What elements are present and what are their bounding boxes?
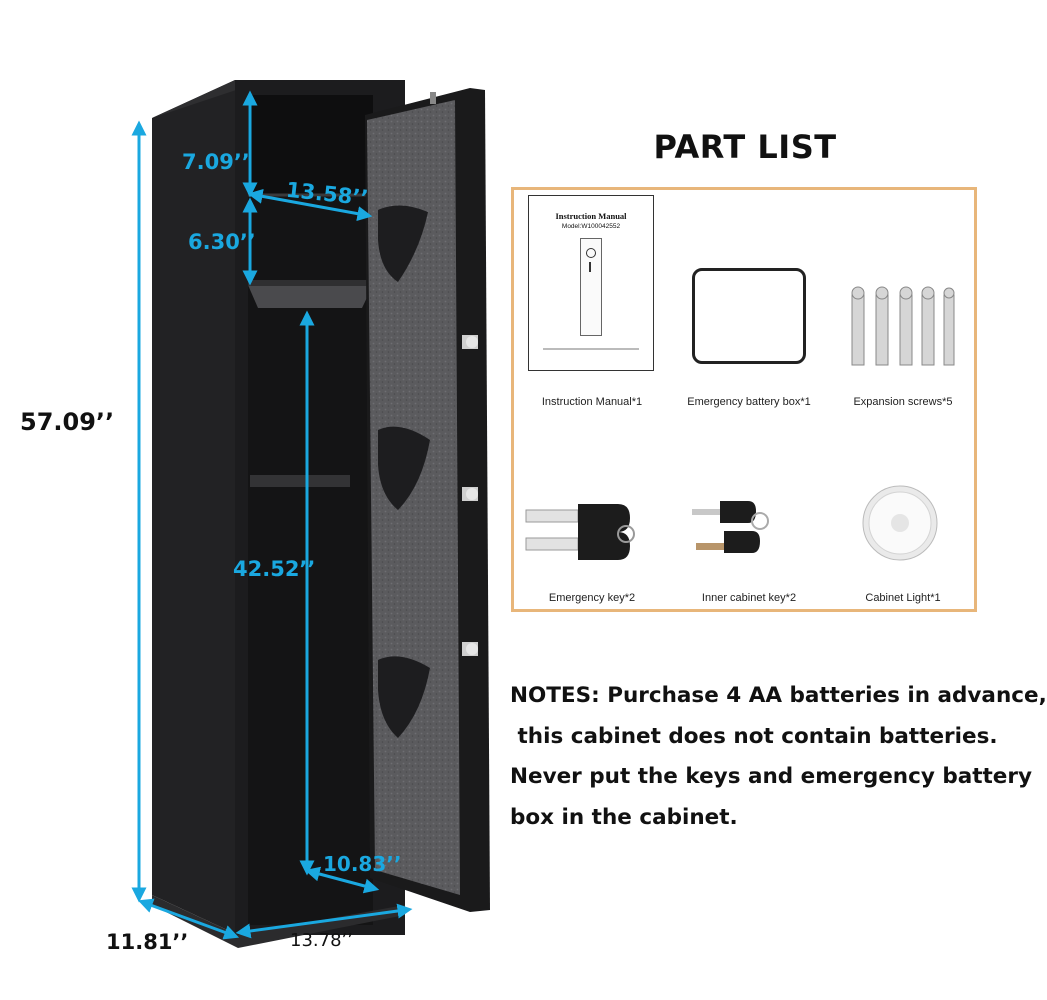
dim-inner-depth-label: 10.83’’ xyxy=(323,852,402,876)
cabinet-light-icon xyxy=(862,485,938,561)
part-list-title: PART LIST xyxy=(653,128,837,166)
emergency-key-icon xyxy=(525,504,635,560)
gun-safe-illustration xyxy=(131,80,490,948)
barrel-rest xyxy=(250,475,350,487)
door-pocket xyxy=(378,426,430,510)
dim-line-inner-depth xyxy=(304,866,380,894)
part-label-manual: Instruction Manual*1 xyxy=(541,396,643,408)
part-label-screws: Expansion screws*5 xyxy=(853,396,953,408)
notes-line: this cabinet does not contain batteries. xyxy=(510,723,998,749)
notes-line: NOTES: Purchase 4 AA batteries in advanc… xyxy=(510,683,1047,708)
part-label-battery-box: Emergency battery box*1 xyxy=(687,396,811,408)
cabinet-interior xyxy=(248,95,373,925)
dim-line-depth xyxy=(137,898,240,940)
door-pocket xyxy=(378,656,430,738)
inner-key-icon xyxy=(692,501,769,553)
dim-top-compartment-label: 7.09’’ xyxy=(182,150,250,174)
dim-height-label: 57.09’’ xyxy=(20,408,115,436)
notes-block: NOTES: Purchase 4 AA batteries in advanc… xyxy=(510,676,1047,838)
manual-cover-model: Model:W100042552 xyxy=(561,223,621,230)
battery-box-icon xyxy=(692,268,806,364)
part-label-inner-key: Inner cabinet key*2 xyxy=(701,592,797,604)
cabinet-side-panel xyxy=(152,80,238,935)
dim-line-width xyxy=(235,903,413,939)
dim-line-top-width xyxy=(247,188,373,222)
dim-depth-label: 11.81’’ xyxy=(106,930,189,954)
dim-width-label: 13.78’’ xyxy=(290,930,353,951)
cabinet-top xyxy=(152,80,400,120)
expansion-screw-icon xyxy=(851,286,955,366)
notes-line: box in the cabinet. xyxy=(510,804,738,830)
part-list-box: Instruction Manual Model:W100042552 Inst… xyxy=(511,187,977,612)
manual-cover-title: Instruction Manual xyxy=(555,211,627,221)
dim-lower-height-label: 42.52’’ xyxy=(233,557,316,581)
door-pocket xyxy=(378,205,428,282)
notes-line: Never put the keys and emergency battery xyxy=(510,764,1033,789)
locking-bolts xyxy=(462,335,478,656)
instruction-manual-icon: Instruction Manual Model:W100042552 xyxy=(528,195,654,371)
interior-shelf xyxy=(248,285,373,308)
top-compartment xyxy=(248,95,373,195)
part-label-cabinet-light: Cabinet Light*1 xyxy=(865,592,941,604)
dim-second-compartment-label: 6.30’’ xyxy=(188,230,256,254)
part-label-emergency-key: Emergency key*2 xyxy=(548,592,636,604)
